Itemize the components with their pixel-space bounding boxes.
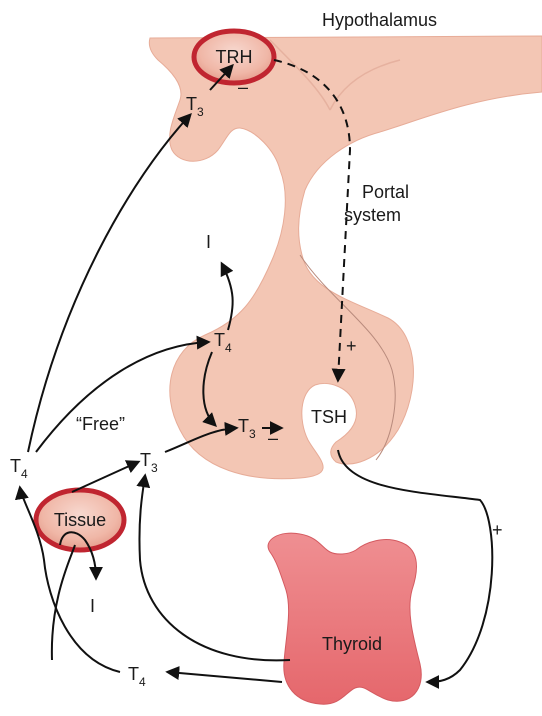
pituitary-iodide-label: I — [206, 232, 211, 252]
t4-to-hypothalamus-arrow — [28, 115, 190, 452]
t4-to-tissue-mid-arrow — [52, 545, 75, 660]
t4-bottom-label: T4 — [128, 664, 146, 689]
t4-left-label: T4 — [10, 456, 28, 481]
thyroid-label: Thyroid — [322, 634, 382, 654]
thyroid-to-t4-arrow — [168, 672, 282, 682]
free-label: “Free” — [76, 414, 125, 434]
thyroid-to-t3-arrow — [139, 476, 290, 660]
pituitary-iodide-arrow — [222, 264, 233, 330]
portal-label-line1: Portal — [362, 182, 409, 202]
thyroid-gland — [268, 533, 421, 704]
portal-label-line2: system — [344, 205, 401, 225]
free-t3-label: T3 — [140, 450, 158, 475]
trh-label: TRH — [216, 47, 253, 67]
tsh-plus-sign: + — [492, 520, 503, 540]
trh-minus-sign: – — [238, 77, 248, 97]
tissue-iodide-label: I — [90, 596, 95, 616]
tissue-label: Tissue — [54, 510, 106, 530]
tissue-to-free-t3-arrow — [72, 462, 138, 492]
pituitary-minus-sign: – — [268, 428, 278, 448]
hypothalamus-label: Hypothalamus — [322, 10, 437, 30]
portal-plus-sign: + — [346, 336, 357, 356]
tsh-label: TSH — [311, 407, 347, 427]
